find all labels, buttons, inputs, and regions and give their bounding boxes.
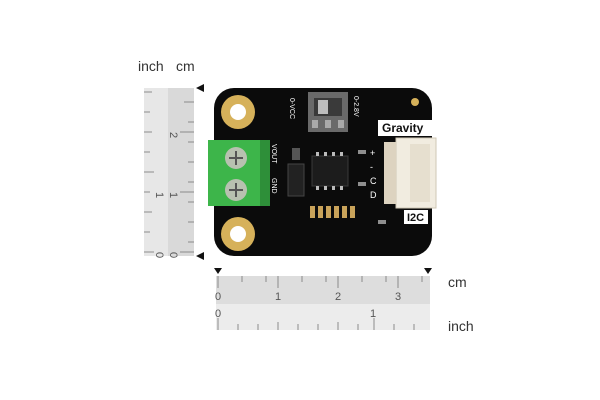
brand-label: Gravity	[382, 121, 424, 135]
pin-label-d: D	[370, 190, 377, 200]
terminal-label-top: VOUT	[270, 144, 277, 164]
i2c-connector	[384, 137, 437, 209]
ruler-left-cm-unit: cm	[176, 58, 195, 74]
slide-switch	[308, 92, 348, 132]
ruler-left: 0 1 0 1 2	[144, 84, 204, 260]
ruler-bottom-inch-strip	[216, 304, 430, 330]
ruler-bottom-cm-tick-0: 0	[215, 291, 221, 303]
inductor	[287, 163, 305, 197]
ruler-left-cm-tick-1: 1	[167, 192, 179, 198]
ruler-left-ticks	[144, 91, 194, 253]
ruler-bottom: 0 1 2 3 0 1	[214, 268, 432, 330]
ruler-left-cm-tick-2: 2	[167, 132, 179, 138]
switch-label-left: 0-VCC	[288, 98, 295, 119]
resistor-array	[310, 206, 355, 218]
pin-label-minus: -	[370, 162, 373, 172]
pin-label-c: C	[370, 176, 377, 186]
gravity-badge	[378, 120, 432, 136]
terminal-block	[208, 140, 270, 206]
ruler-left-cm-strip	[168, 88, 194, 256]
ruler-left-inch-unit: inch	[138, 58, 164, 74]
smd-component	[292, 148, 300, 160]
ruler-bottom-arrow-right	[424, 268, 432, 274]
sensor-board: 0-VCC 0-2.8V VOUT GND Gravity	[208, 88, 437, 256]
ruler-left-inch-tick-0: 0	[153, 252, 165, 258]
ruler-bottom-inch-unit: inch	[448, 318, 474, 334]
i2c-badge	[404, 210, 428, 224]
ruler-left-arrow-bottom	[196, 252, 204, 260]
terminal-label-bottom: GND	[270, 178, 277, 194]
ruler-bottom-cm-tick-1: 1	[275, 291, 281, 303]
switch-label-right: 0-2.8V	[352, 96, 359, 117]
interface-label: I2C	[407, 212, 424, 224]
ic-chip	[311, 152, 349, 190]
ruler-bottom-arrow-left	[214, 268, 222, 274]
pin-label-plus: +	[370, 148, 375, 158]
ruler-bottom-inch-tick-1: 1	[370, 308, 376, 320]
ruler-bottom-cm-strip	[216, 276, 430, 304]
ruler-left-cm-tick-0: 0	[167, 252, 179, 258]
ruler-bottom-cm-unit: cm	[448, 274, 467, 290]
ruler-bottom-ticks	[217, 276, 423, 330]
ruler-left-arrow-top	[196, 84, 204, 92]
ruler-bottom-cm-tick-3: 3	[395, 291, 401, 303]
ruler-bottom-cm-tick-2: 2	[335, 291, 341, 303]
small-via	[411, 98, 419, 106]
mounting-hole-top-left	[221, 95, 255, 129]
ruler-left-inch-tick-1: 1	[153, 192, 165, 198]
mounting-hole-bottom-left	[221, 217, 255, 251]
small-caps	[358, 150, 386, 224]
ruler-bottom-inch-tick-0: 0	[215, 308, 221, 320]
